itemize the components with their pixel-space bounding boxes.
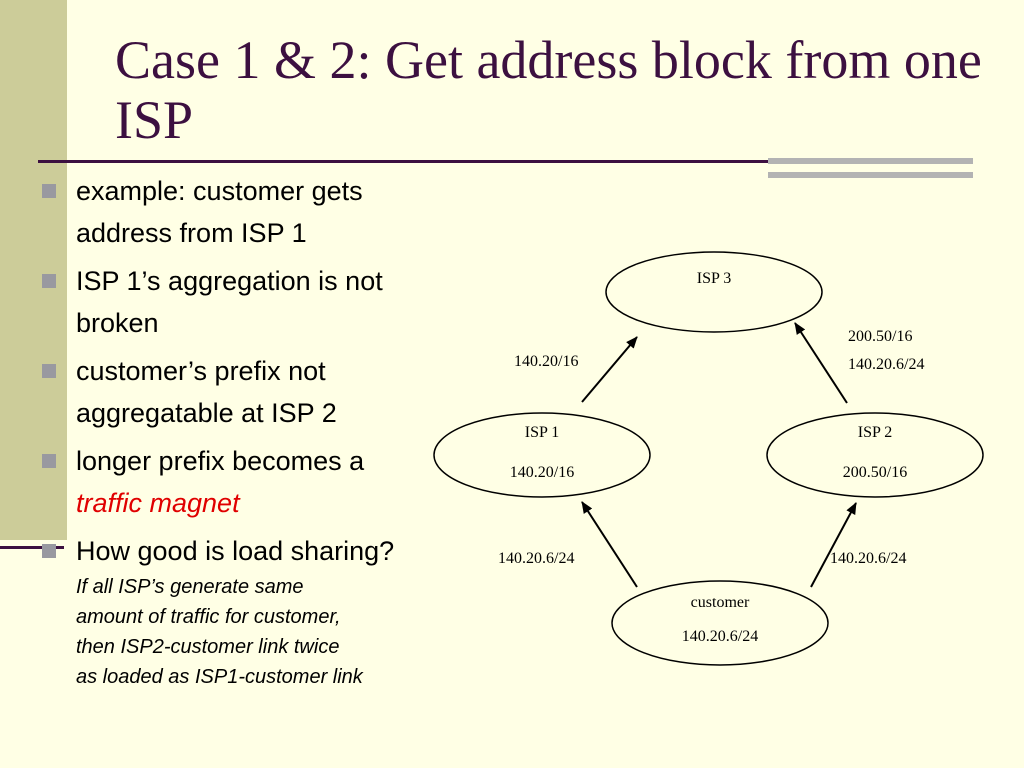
square-bullet-icon xyxy=(42,544,56,558)
title-accent-bar-top xyxy=(768,158,973,164)
bullet-text: longer prefix becomes a xyxy=(76,446,365,476)
link-label-isp2-isp3-line1: 200.50/16 xyxy=(848,328,912,345)
title-accent-bar-bottom xyxy=(768,172,973,178)
link-label-customer-isp2: 140.20.6/24 xyxy=(830,550,906,567)
square-bullet-icon xyxy=(42,454,56,468)
left-accent-line xyxy=(0,546,64,549)
title-rule xyxy=(38,160,773,163)
bullet-item: How good is load sharing? If all ISP’s g… xyxy=(40,530,460,692)
isp2-prefix: 200.50/16 xyxy=(843,464,907,481)
bullet-list: example: customer gets address from ISP … xyxy=(40,170,460,698)
link-label-isp2-isp3-line2: 140.20.6/24 xyxy=(848,356,924,373)
link-label-customer-isp1: 140.20.6/24 xyxy=(498,550,574,567)
left-decorative-band xyxy=(0,0,67,540)
isp2-node xyxy=(766,412,984,498)
link-isp1-to-isp3 xyxy=(581,336,638,403)
bullet-item: example: customer gets address from ISP … xyxy=(40,170,460,254)
customer-node xyxy=(611,580,829,666)
isp1-prefix: 140.20/16 xyxy=(510,464,574,481)
slide-title: Case 1 & 2: Get address block from one I… xyxy=(115,30,982,150)
bullet-text: example: customer gets address from ISP … xyxy=(76,176,363,248)
bullet-text: How good is load sharing? xyxy=(76,536,395,566)
isp2-label: ISP 2 xyxy=(858,424,893,441)
traffic-magnet-highlight: traffic magnet xyxy=(76,488,240,518)
customer-label: customer xyxy=(691,594,750,611)
isp3-node xyxy=(605,251,823,333)
square-bullet-icon xyxy=(42,274,56,288)
load-sharing-note: If all ISP’s generate same amount of tra… xyxy=(76,576,363,688)
link-isp2-to-isp3 xyxy=(794,322,848,404)
bullet-item: ISP 1’s aggregation is not broken xyxy=(40,260,460,344)
bullet-item: customer’s prefix not aggregatable at IS… xyxy=(40,350,460,434)
square-bullet-icon xyxy=(42,364,56,378)
isp3-label: ISP 3 xyxy=(697,270,732,287)
bullet-text: ISP 1’s aggregation is not broken xyxy=(76,266,383,338)
link-label-isp1-isp3: 140.20/16 xyxy=(514,353,578,370)
isp1-node xyxy=(433,412,651,498)
bullet-item: longer prefix becomes a traffic magnet xyxy=(40,440,460,524)
link-customer-to-isp1 xyxy=(581,501,638,588)
customer-prefix: 140.20.6/24 xyxy=(682,628,758,645)
isp1-label: ISP 1 xyxy=(525,424,560,441)
bullet-text: customer’s prefix not aggregatable at IS… xyxy=(76,356,337,428)
link-customer-to-isp2 xyxy=(810,502,857,588)
square-bullet-icon xyxy=(42,184,56,198)
